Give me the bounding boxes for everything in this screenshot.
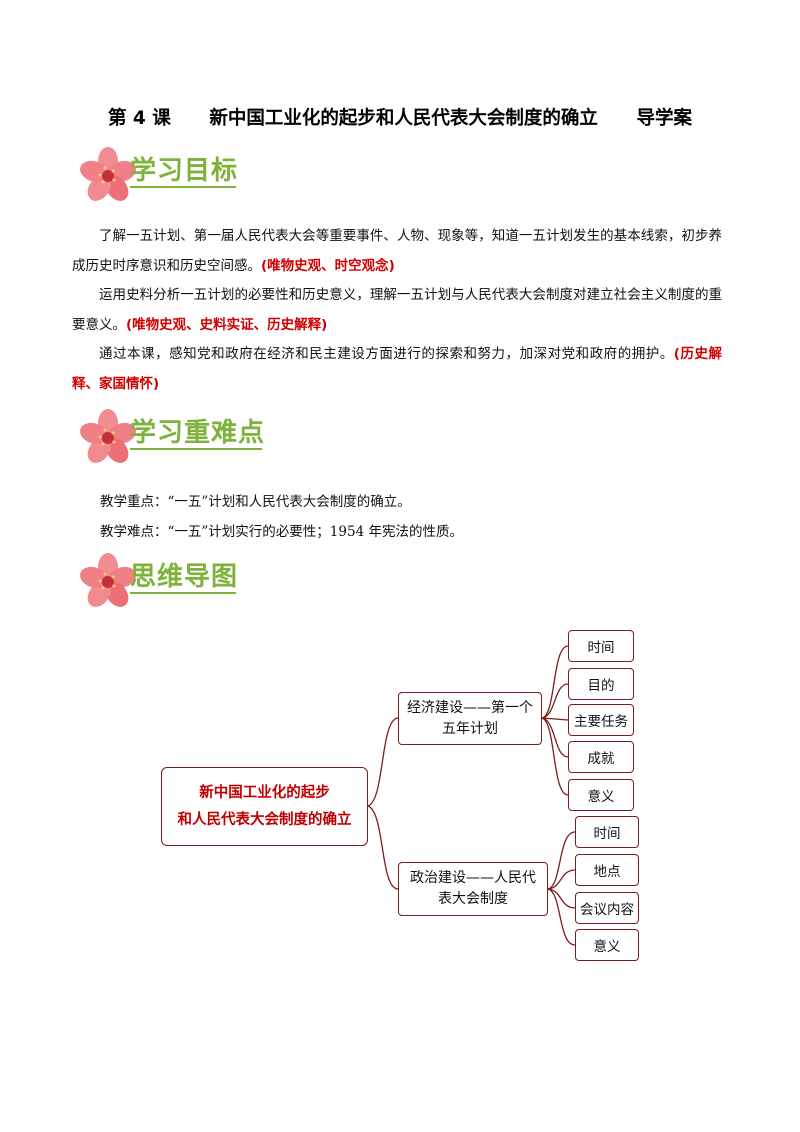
heading-underline <box>130 186 236 188</box>
mindmap-leaf-eco-significance: 意义 <box>568 779 634 811</box>
section-title: 学习重难点 <box>130 418 266 448</box>
plum-blossom-icon <box>80 553 136 607</box>
mindmap-leaf-eco-achievements: 成就 <box>568 741 634 773</box>
connector-eco-leaf <box>541 645 569 719</box>
connector-eco-leaf <box>541 683 569 719</box>
connector-root-economic <box>367 717 399 807</box>
goal-text: 通过本课，感知党和政府在经济和民主建设方面进行的探索和努力，加深对党和政府的拥护… <box>99 346 674 362</box>
goal-paragraph-2: 运用史料分析一五计划的必要性和历史意义，理解一五计划与人民代表大会制度对建立社会… <box>72 281 722 340</box>
branch-line: 五年计划 <box>442 720 498 737</box>
connector-pol-leaf <box>547 888 576 946</box>
mindmap-leaf-pol-place: 地点 <box>575 854 639 886</box>
section-title: 学习目标 <box>130 156 239 186</box>
mindmap-branch-political: 政治建设——人民代表大会制度 <box>398 862 548 916</box>
page-title: 第 4 课 新中国工业化的起步和人民代表大会制度的确立 导学案 <box>0 104 800 130</box>
connector-root-political <box>367 805 399 890</box>
heading-underline <box>130 592 236 594</box>
mindmap-branch-economic: 经济建设——第一个五年计划 <box>398 692 542 745</box>
mindmap-leaf-pol-time: 时间 <box>575 816 639 848</box>
connector-eco-leaf <box>541 717 569 796</box>
goal-paragraph-1: 了解一五计划、第一届人民代表大会等重要事件、人物、现象等，知道一五计划发生的基本… <box>72 222 722 281</box>
connector-pol-leaf <box>547 869 576 890</box>
section-title: 思维导图 <box>130 562 239 592</box>
connector-eco-leaf <box>541 717 569 721</box>
plum-blossom-icon <box>80 147 136 201</box>
mindmap-leaf-eco-purpose: 目的 <box>568 668 634 700</box>
teaching-focus: 教学重点：“一五”计划和人民代表大会制度的确立。 <box>100 494 411 510</box>
mindmap-leaf-pol-significance: 意义 <box>575 929 639 961</box>
branch-line: 经济建设——第一个 <box>407 699 533 716</box>
goal-tag: (唯物史观、史料实证、历史解释) <box>126 316 328 333</box>
lesson-topic: 新中国工业化的起步和人民代表大会制度的确立 <box>209 108 598 129</box>
root-line: 和人民代表大会制度的确立 <box>177 811 352 828</box>
goal-tag: (历史解释、家国情怀) <box>72 346 723 392</box>
connector-eco-leaf <box>541 717 569 758</box>
section-heading-key-points: 学习重难点 <box>78 408 378 464</box>
title-suffix: 导学案 <box>636 108 693 129</box>
branch-line: 政治建设——人民代 <box>410 870 536 886</box>
branch-line: 表大会制度 <box>438 891 508 907</box>
section-heading-mindmap: 思维导图 <box>78 552 378 608</box>
plum-blossom-icon <box>80 409 136 463</box>
goal-text: 了解一五计划、第一届人民代表大会等重要事件、人物、现象等，知道一五计划发生的基本… <box>72 228 722 274</box>
teaching-difficulty: 教学难点：“一五”计划实行的必要性；1954 年宪法的性质。 <box>100 524 463 540</box>
mindmap-leaf-pol-content: 会议内容 <box>575 892 639 924</box>
connector-pol-leaf <box>547 831 576 890</box>
lesson-number: 第 4 课 <box>107 108 171 129</box>
root-line: 新中国工业化的起步 <box>199 784 330 801</box>
connector-pol-leaf <box>547 888 576 909</box>
mindmap-leaf-eco-time: 时间 <box>568 630 634 662</box>
heading-underline <box>130 448 262 450</box>
goal-text: 运用史料分析一五计划的必要性和历史意义，理解一五计划与人民代表大会制度对建立社会… <box>72 287 722 333</box>
goal-paragraph-3: 通过本课，感知党和政府在经济和民主建设方面进行的探索和努力，加深对党和政府的拥护… <box>72 340 722 399</box>
goal-tag: (唯物史观、时空观念) <box>261 257 395 274</box>
mindmap-leaf-eco-tasks: 主要任务 <box>568 704 634 736</box>
mindmap-root-node: 新中国工业化的起步和人民代表大会制度的确立 <box>161 767 368 846</box>
section-heading-goals: 学习目标 <box>78 146 378 202</box>
